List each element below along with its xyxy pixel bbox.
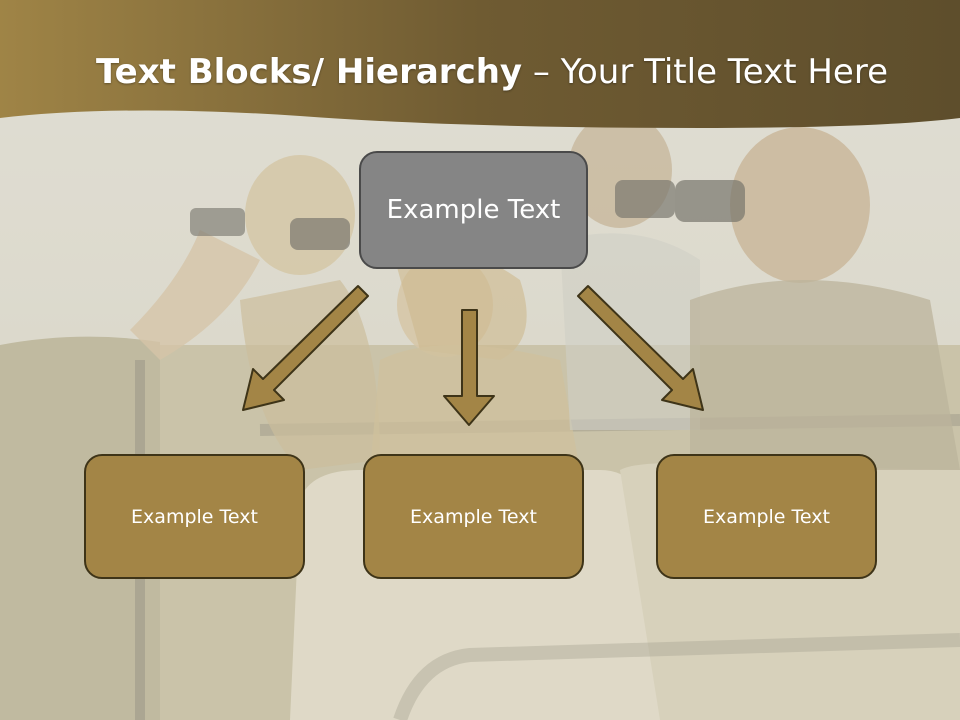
title-bold: Text Blocks/ Hierarchy [95, 52, 523, 92]
arrow-right [577, 285, 704, 411]
hierarchy-child-label: Example Text [131, 505, 258, 528]
title-dash: – [522, 52, 561, 92]
hierarchy-child-label: Example Text [410, 505, 537, 528]
arrow-down [443, 309, 495, 426]
slide-title: Text Blocks/ Hierarchy – Your Title Text… [0, 52, 960, 92]
hierarchy-child-box-left[interactable]: Example Text [84, 454, 305, 579]
hierarchy-parent-label: Example Text [386, 195, 561, 225]
hierarchy-parent-box[interactable]: Example Text [359, 151, 588, 269]
hierarchy-child-box-middle[interactable]: Example Text [363, 454, 584, 579]
title-band [0, 0, 960, 128]
hierarchy-child-label: Example Text [703, 505, 830, 528]
title-regular: Your Title Text Here [560, 52, 889, 92]
hierarchy-child-box-right[interactable]: Example Text [656, 454, 877, 579]
arrow-left [242, 285, 369, 411]
